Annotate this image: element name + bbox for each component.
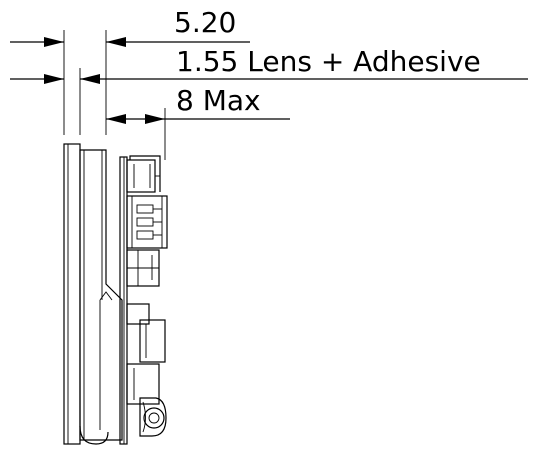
- lower-components: [126, 303, 166, 405]
- dimension-lens-adhesive: 1.55 Lens + Adhesive: [10, 45, 528, 84]
- connector-main: [126, 195, 168, 249]
- dimension-max: 8 Max: [106, 84, 290, 124]
- connector-latch: [126, 249, 160, 287]
- display-body: [79, 149, 123, 445]
- module-profile: [63, 143, 168, 445]
- pcb-board: [119, 156, 128, 445]
- extension-lines: [63, 30, 166, 160]
- dimension-overall-label: 5.20: [174, 6, 236, 39]
- dimension-overall: 5.20: [10, 6, 250, 47]
- lens-plate: [63, 143, 81, 445]
- round-component: [139, 397, 167, 437]
- dimension-lens-adhesive-label: 1.55 Lens + Adhesive: [176, 45, 481, 78]
- dimension-max-label: 8 Max: [176, 84, 261, 117]
- connector-top: [126, 155, 161, 193]
